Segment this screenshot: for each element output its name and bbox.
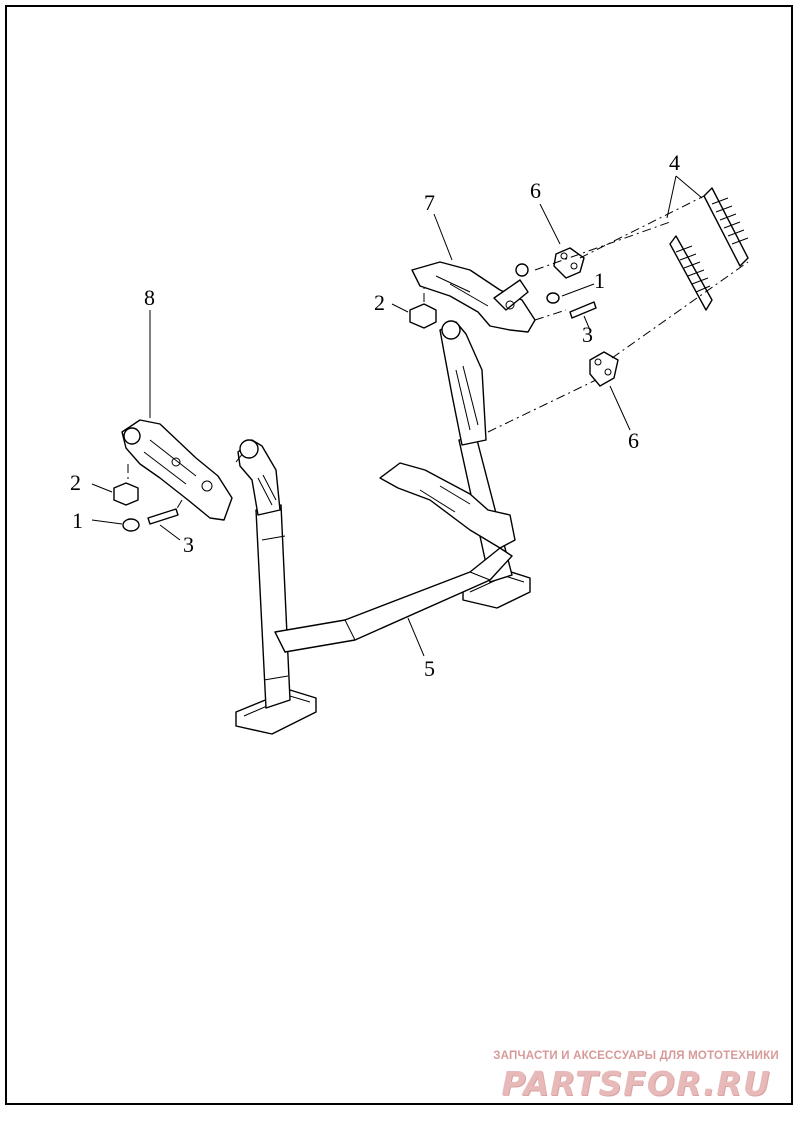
callout-1-left: 1 xyxy=(72,508,83,533)
watermark: ЗАПЧАСТИ И АКСЕССУАРЫ ДЛЯ МОТОТЕХНИКИ PA… xyxy=(486,1050,786,1103)
watermark-tagline: ЗАПЧАСТИ И АКСЕССУАРЫ ДЛЯ МОТОТЕХНИКИ xyxy=(493,1050,779,1062)
callout-2-right: 2 xyxy=(374,290,385,315)
center-stand xyxy=(235,320,531,735)
left-fasteners xyxy=(113,451,245,532)
callout-7: 7 xyxy=(424,190,435,215)
watermark-logo: PARTSFOR.RU xyxy=(501,1064,771,1103)
callout-labels: 8 2 1 3 7 2 6 1 3 4 6 5 xyxy=(70,150,680,681)
leader-lines xyxy=(91,175,703,657)
callout-1-right: 1 xyxy=(594,268,605,293)
callout-4: 4 xyxy=(669,150,680,175)
diagram-frame xyxy=(5,5,793,1105)
callout-6-top: 6 xyxy=(530,178,541,203)
callout-6-bottom: 6 xyxy=(628,428,639,453)
callout-5: 5 xyxy=(424,656,435,681)
right-fasteners xyxy=(409,187,749,433)
right-mount-bracket xyxy=(411,261,536,333)
callout-8: 8 xyxy=(144,285,155,310)
callout-2-left: 2 xyxy=(70,470,81,495)
callout-3-left: 3 xyxy=(183,532,194,557)
left-mount-bracket xyxy=(121,419,233,521)
callout-3-right: 3 xyxy=(582,322,593,347)
